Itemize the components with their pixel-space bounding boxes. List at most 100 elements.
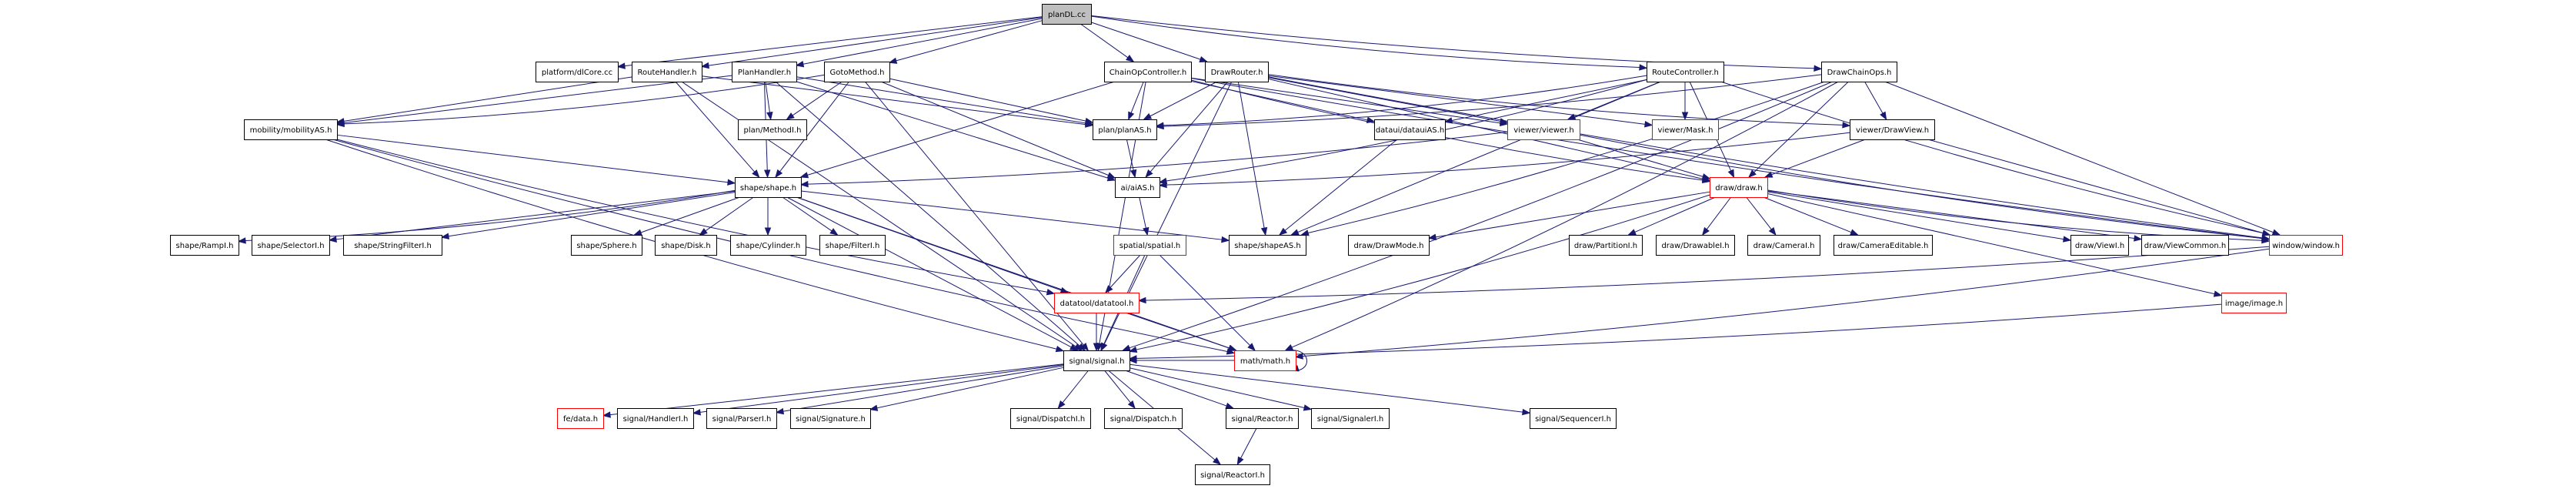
node-box[interactable]: [244, 119, 338, 140]
node-shape-disk-h[interactable]: shape/Disk.h: [655, 235, 717, 256]
node-shape-filteri-h[interactable]: shape/FilterI.h: [819, 235, 886, 256]
node-plan-planas-h[interactable]: plan/planAS.h: [1093, 119, 1157, 140]
node-box[interactable]: [655, 235, 717, 256]
node-draw-draw-h[interactable]: draw/draw.h: [1710, 177, 1768, 198]
node-signal-signal-h[interactable]: signal/signal.h: [1063, 350, 1130, 371]
node-box[interactable]: [2269, 235, 2343, 256]
node-box[interactable]: [1234, 350, 1296, 371]
node-box[interactable]: [2070, 235, 2129, 256]
node-box[interactable]: [1850, 119, 1935, 140]
node-box[interactable]: [1710, 177, 1768, 198]
node-signal-sequenceri-h[interactable]: signal/SequencerI.h: [1530, 408, 1617, 429]
node-drawrouter-h[interactable]: DrawRouter.h: [1205, 62, 1269, 82]
node-shape-cylinder-h[interactable]: shape/Cylinder.h: [730, 235, 806, 256]
node-box[interactable]: [571, 235, 642, 256]
node-shape-sphere-h[interactable]: shape/Sphere.h: [571, 235, 642, 256]
node-chainopcontroller-h[interactable]: ChainOpController.h: [1104, 62, 1192, 82]
node-dataui-datauias-h[interactable]: dataui/datauiAS.h: [1374, 119, 1446, 140]
node-fe-data-h[interactable]: fe/data.h: [557, 408, 604, 429]
node-draw-partitioni-h[interactable]: draw/PartitionI.h: [1569, 235, 1643, 256]
node-box[interactable]: [735, 177, 802, 198]
node-viewer-viewer-h[interactable]: viewer/viewer.h: [1507, 119, 1580, 140]
node-box[interactable]: [632, 62, 702, 82]
node-gotomethod-h[interactable]: GotoMethod.h: [824, 62, 890, 82]
node-window-window-h[interactable]: window/window.h: [2269, 235, 2343, 256]
node-ai-aias-h[interactable]: ai/aiAS.h: [1115, 177, 1160, 198]
node-box[interactable]: [1647, 62, 1724, 82]
node-box[interactable]: [1656, 235, 1735, 256]
node-signal-dispatchi-h[interactable]: signal/DispatchI.h: [1010, 408, 1091, 429]
node-box[interactable]: [1205, 62, 1269, 82]
node-box[interactable]: [1229, 235, 1306, 256]
node-draw-viewcommon-h[interactable]: draw/ViewCommon.h: [2141, 235, 2229, 256]
node-signal-handleri-h[interactable]: signal/HandlerI.h: [617, 408, 694, 429]
node-box[interactable]: [1374, 119, 1446, 140]
node-shape-rampi-h[interactable]: shape/RampI.h: [170, 235, 239, 256]
node-shape-shapeas-h[interactable]: shape/shapeAS.h: [1229, 235, 1306, 256]
node-viewer-drawview-h[interactable]: viewer/DrawView.h: [1850, 119, 1935, 140]
node-box[interactable]: [1115, 177, 1160, 198]
node-box[interactable]: [343, 235, 442, 256]
node-box[interactable]: [1530, 408, 1617, 429]
node-box[interactable]: [1834, 235, 1933, 256]
node-box[interactable]: [1063, 350, 1130, 371]
node-draw-drawablei-h[interactable]: draw/DrawableI.h: [1656, 235, 1735, 256]
node-box[interactable]: [2141, 235, 2229, 256]
node-box[interactable]: [1311, 408, 1390, 429]
node-box[interactable]: [557, 408, 604, 429]
node-box[interactable]: [730, 235, 806, 256]
node-viewer-mask-h[interactable]: viewer/Mask.h: [1652, 119, 1719, 140]
node-box[interactable]: [1348, 235, 1430, 256]
node-box[interactable]: [1569, 235, 1643, 256]
node-box[interactable]: [252, 235, 330, 256]
node-plandl-cc[interactable]: planDL.cc: [1042, 4, 1092, 25]
node-signal-signaleri-h[interactable]: signal/SignalerI.h: [1311, 408, 1390, 429]
node-box[interactable]: [1054, 293, 1140, 313]
node-box[interactable]: [536, 62, 619, 82]
node-routecontroller-h[interactable]: RouteController.h: [1647, 62, 1724, 82]
node-box[interactable]: [2221, 293, 2287, 313]
node-box[interactable]: [1113, 235, 1186, 256]
node-signal-signature-h[interactable]: signal/Signature.h: [790, 408, 871, 429]
node-box[interactable]: [1010, 408, 1091, 429]
node-box[interactable]: [738, 119, 807, 140]
node-signal-reactor-h[interactable]: signal/Reactor.h: [1226, 408, 1299, 429]
node-box[interactable]: [790, 408, 871, 429]
node-draw-camerai-h[interactable]: draw/CameraI.h: [1747, 235, 1820, 256]
node-signal-dispatch-h[interactable]: signal/Dispatch.h: [1104, 408, 1183, 429]
node-routehandler-h[interactable]: RouteHandler.h: [632, 62, 702, 82]
node-shape-selectori-h[interactable]: shape/SelectorI.h: [252, 235, 330, 256]
node-platform-dlcore-cc[interactable]: platform/dlCore.cc: [536, 62, 619, 82]
node-box[interactable]: [1104, 62, 1192, 82]
node-spatial-spatial-h[interactable]: spatial/spatial.h: [1113, 235, 1186, 256]
node-mobility-mobilityas-h[interactable]: mobility/mobilityAS.h: [244, 119, 338, 140]
node-box[interactable]: [617, 408, 694, 429]
node-box[interactable]: [824, 62, 890, 82]
node-draw-drawmode-h[interactable]: draw/DrawMode.h: [1348, 235, 1430, 256]
node-box[interactable]: [732, 62, 797, 82]
node-box[interactable]: [1821, 62, 1897, 82]
node-signal-parseri-h[interactable]: signal/ParserI.h: [706, 408, 777, 429]
node-box[interactable]: [1104, 408, 1183, 429]
node-box[interactable]: [1226, 408, 1299, 429]
node-image-image-h[interactable]: image/image.h: [2221, 293, 2287, 313]
node-math-math-h[interactable]: math/math.h: [1234, 350, 1296, 371]
node-box[interactable]: [706, 408, 777, 429]
node-datatool-datatool-h[interactable]: datatool/datatool.h: [1054, 293, 1140, 313]
node-box[interactable]: [819, 235, 886, 256]
node-signal-reactori-h[interactable]: signal/ReactorI.h: [1195, 464, 1270, 485]
node-draw-cameraeditable-h[interactable]: draw/CameraEditable.h: [1834, 235, 1933, 256]
node-draw-viewi-h[interactable]: draw/ViewI.h: [2070, 235, 2129, 256]
node-planhandler-h[interactable]: PlanHandler.h: [732, 62, 797, 82]
node-drawchainops-h[interactable]: DrawChainOps.h: [1821, 62, 1897, 82]
node-shape-stringfilteri-h[interactable]: shape/StringFilterI.h: [343, 235, 442, 256]
node-box[interactable]: [1093, 119, 1157, 140]
node-box[interactable]: [1507, 119, 1580, 140]
node-plan-methodi-h[interactable]: plan/MethodI.h: [738, 119, 807, 140]
node-box[interactable]: [170, 235, 239, 256]
node-box[interactable]: [1652, 119, 1719, 140]
node-box[interactable]: [1195, 464, 1270, 485]
node-box[interactable]: [1747, 235, 1820, 256]
node-box[interactable]: [1042, 4, 1092, 25]
node-shape-shape-h[interactable]: shape/shape.h: [735, 177, 802, 198]
